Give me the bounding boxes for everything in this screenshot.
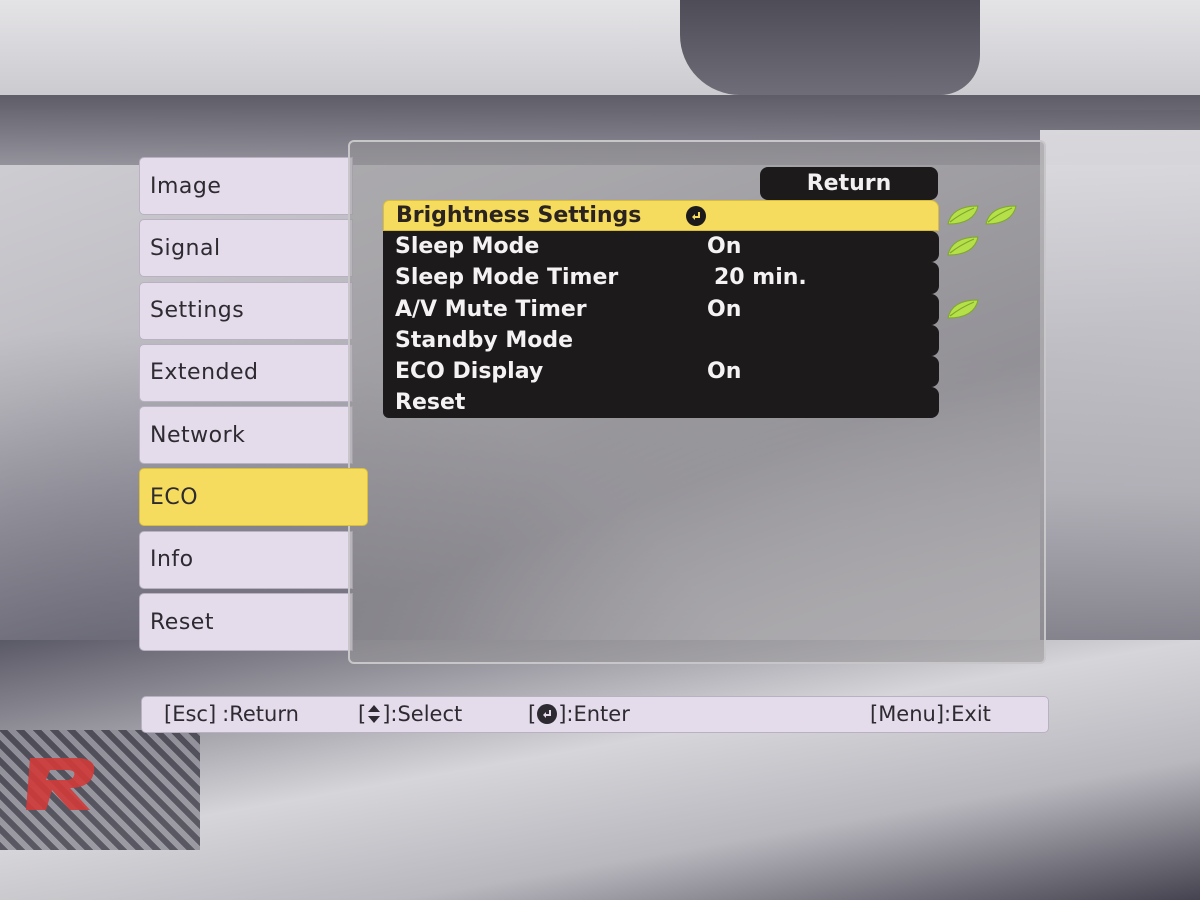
tab-label: Extended <box>150 360 259 386</box>
menu-item-standby-mode[interactable]: Standby Mode <box>383 324 939 356</box>
eco-indicator-row <box>944 294 1024 325</box>
tab-image[interactable]: Image <box>139 157 353 215</box>
enter-icon <box>686 206 706 226</box>
help-esc: [Esc] :Return <box>164 702 299 726</box>
background-emblem <box>26 758 95 810</box>
menu-item-label: Brightness Settings <box>396 203 642 229</box>
tab-label: Info <box>150 547 194 573</box>
menu-item-label: Reset <box>395 390 466 416</box>
background-right <box>1040 130 1200 730</box>
tab-extended[interactable]: Extended <box>139 343 353 402</box>
menu-item-sleep-mode-timer[interactable]: Sleep Mode Timer 20 min. <box>383 262 939 294</box>
help-esc-action: :Return <box>222 702 299 726</box>
help-esc-key: [Esc] <box>164 702 217 726</box>
tab-reset[interactable]: Reset <box>139 593 353 652</box>
help-select-open: [ <box>358 702 367 726</box>
background-sky <box>0 0 1200 110</box>
menu-tabs: Image Signal Settings Extended Network E… <box>139 157 369 655</box>
menu-item-value: On <box>707 296 742 322</box>
tab-label: Settings <box>150 298 245 324</box>
menu-item-value: On <box>707 234 742 260</box>
background-lower <box>0 640 1200 900</box>
menu-item-label: Sleep Mode Timer <box>395 265 619 291</box>
eco-indicators <box>944 200 1024 325</box>
menu-item-sleep-mode[interactable]: Sleep Mode On <box>383 231 939 263</box>
background-grille <box>0 730 200 850</box>
tab-network[interactable]: Network <box>139 406 353 465</box>
tab-label: Signal <box>150 235 221 261</box>
eco-leaf-icon <box>947 236 979 256</box>
menu-item-value: On <box>707 359 742 385</box>
tab-label: ECO <box>150 484 199 510</box>
tab-eco[interactable]: ECO <box>139 468 368 527</box>
tab-label: Reset <box>150 609 214 635</box>
eco-indicator-row <box>944 262 1024 293</box>
menu-item-label: Sleep Mode <box>395 234 540 260</box>
return-button[interactable]: Return <box>760 167 938 200</box>
help-select: [ ]:Select <box>358 702 462 726</box>
menu-item-av-mute-timer[interactable]: A/V Mute Timer On <box>383 293 939 325</box>
tab-label: Image <box>150 173 222 199</box>
eco-menu-list: Brightness Settings Sleep Mode On Sleep … <box>383 200 939 419</box>
eco-indicator-row <box>944 231 1024 262</box>
menu-item-brightness-settings[interactable]: Brightness Settings <box>383 200 939 232</box>
menu-item-reset[interactable]: Reset <box>383 387 939 419</box>
eco-leaf-icon <box>985 205 1017 225</box>
enter-icon <box>537 704 558 724</box>
help-select-close: ]:Select <box>382 702 463 726</box>
tab-info[interactable]: Info <box>139 530 353 589</box>
menu-item-eco-display[interactable]: ECO Display On <box>383 355 939 388</box>
tab-label: Network <box>150 422 246 448</box>
tab-settings[interactable]: Settings <box>139 281 353 340</box>
menu-item-label: A/V Mute Timer <box>395 296 587 322</box>
eco-leaf-icon <box>947 299 979 319</box>
help-menu-exit: [Menu]:Exit <box>870 702 991 726</box>
help-enter-close: ]:Enter <box>558 702 630 726</box>
menu-item-label: ECO Display <box>395 359 544 385</box>
eco-leaf-icon <box>947 205 979 225</box>
help-enter: [ ]:Enter <box>528 702 630 726</box>
menu-item-label: Standby Mode <box>395 327 574 353</box>
tab-signal[interactable]: Signal <box>139 219 353 278</box>
background-mirror <box>680 0 980 95</box>
up-down-arrows-icon <box>367 704 381 724</box>
help-bar: [Esc] :Return [ ]:Select [ ]:Enter [Menu… <box>141 696 1049 733</box>
menu-item-value: 20 min. <box>714 265 807 291</box>
help-enter-open: [ <box>528 702 537 726</box>
eco-indicator-row <box>944 200 1024 231</box>
